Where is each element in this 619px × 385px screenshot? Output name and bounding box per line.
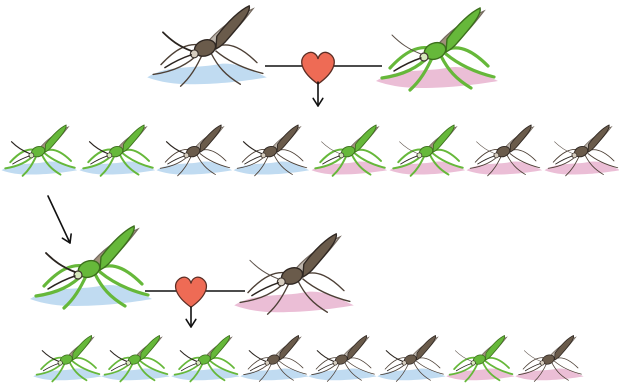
abdomen [433,125,454,152]
antenna [317,351,333,362]
abdomen [200,125,221,152]
abdomen [123,125,144,152]
antenna [180,351,196,362]
generation-2-offspring-row [33,335,583,381]
offspring-mosquito-gen2-8 [515,335,583,381]
antenna [554,142,572,154]
offspring-mosquito-gen1-7 [467,125,543,176]
offspring-mosquito-gen1-3 [157,125,233,176]
abdomen [72,335,91,360]
antenna [476,142,494,154]
generation-1-offspring-row [2,125,619,176]
antenna [163,32,191,51]
antenna [110,351,126,362]
antenna [392,35,421,54]
abdomen [554,335,573,360]
abdomen [355,125,376,152]
antenna [11,142,29,154]
antenna [243,142,261,154]
offspring-mosquito-gen1-4 [234,125,310,176]
offspring-mosquito-gen2-1 [33,335,101,381]
heart-icon [302,52,334,84]
abdomen [279,335,298,360]
offspring-mosquito-gen1-1 [2,125,78,176]
diagram-layer [2,6,619,382]
parent-mosquito-gen2-left [30,226,152,308]
abdomen [303,234,337,277]
arrow-shaft [48,196,70,243]
abdomen [140,335,159,360]
offspring-mosquito-gen2-5 [308,335,376,381]
antenna [166,142,184,154]
abdomen [347,335,366,360]
antenna [42,351,58,362]
offspring-mosquito-gen2-7 [446,335,514,381]
offspring-mosquito-gen1-6 [390,125,466,176]
abdomen [485,335,504,360]
offspring-mosquito-gen2-2 [101,335,169,381]
offspring-arrow-1 [313,82,323,106]
parent-mosquito-left [147,6,267,86]
abdomen [277,125,298,152]
abdomen [510,125,531,152]
offspring-mosquito-gen1-8 [545,125,619,176]
abdomen [588,125,609,152]
offspring-mosquito-gen1-5 [312,125,388,176]
antenna [250,260,278,279]
antenna [89,142,107,154]
abdomen [210,335,229,360]
antenna [399,142,417,154]
mating-heart-2 [176,277,207,307]
heart-icon [176,277,207,307]
generation-2-parents [30,226,354,327]
offspring-mosquito-gen2-3 [171,335,239,381]
abdomen [416,335,435,360]
parent-mosquito-gen2-right [234,234,354,314]
abdomen [216,6,250,49]
antenna [386,351,402,362]
generation-1-parents [147,6,498,106]
abdomen [446,8,480,52]
ground-shadow [545,162,619,175]
antenna [524,351,540,362]
offspring-mosquito-gen2-6 [377,335,445,381]
offspring-mosquito-gen1-2 [80,125,156,176]
parent-mosquito-right [376,8,498,90]
mating-heart-1 [302,52,334,84]
antenna [321,142,339,154]
abdomen [100,226,134,270]
antenna [249,351,265,362]
offspring-arrow-2 [186,307,196,327]
antenna [455,351,471,362]
offspring-mosquito-gen2-4 [240,335,308,381]
abdomen [45,125,66,152]
antenna [46,253,75,272]
selection-arrow [48,196,71,243]
